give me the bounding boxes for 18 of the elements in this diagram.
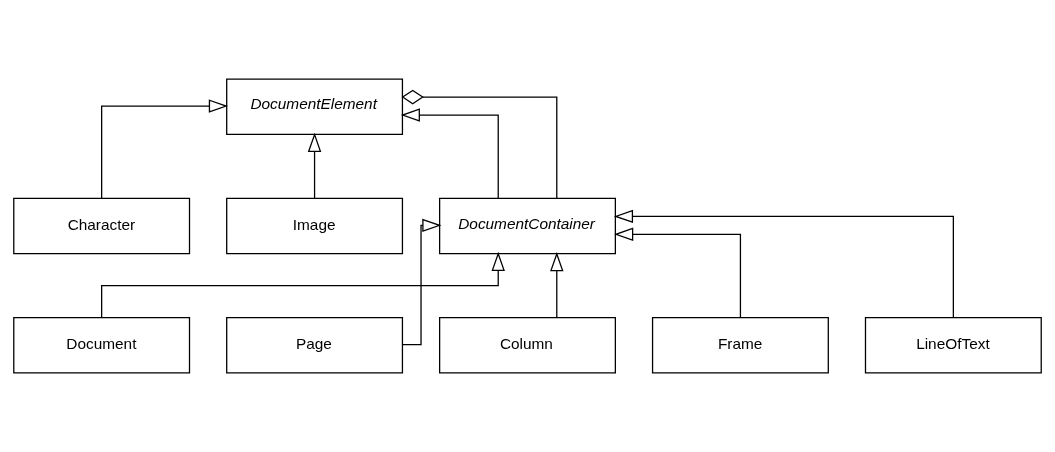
connector: [401, 89, 558, 199]
arrow: [400, 108, 499, 199]
node-box: Frame: [651, 317, 829, 374]
arrow: [613, 209, 954, 318]
arrow: [401, 218, 442, 346]
node-box: Image: [226, 197, 404, 255]
node-box: DocumentContainer: [439, 197, 616, 255]
node-box: Column: [439, 317, 616, 374]
node-box: Document: [13, 317, 191, 374]
node-box: LineOfText: [864, 317, 1042, 374]
node-box: Character: [13, 197, 191, 255]
arrow: [614, 227, 742, 318]
arrow: [101, 251, 505, 319]
node-box: DocumentElement: [226, 78, 404, 135]
arrow: [101, 99, 229, 199]
node-box: Page: [226, 317, 404, 374]
arrow: [307, 132, 322, 199]
arrow: [550, 252, 564, 319]
